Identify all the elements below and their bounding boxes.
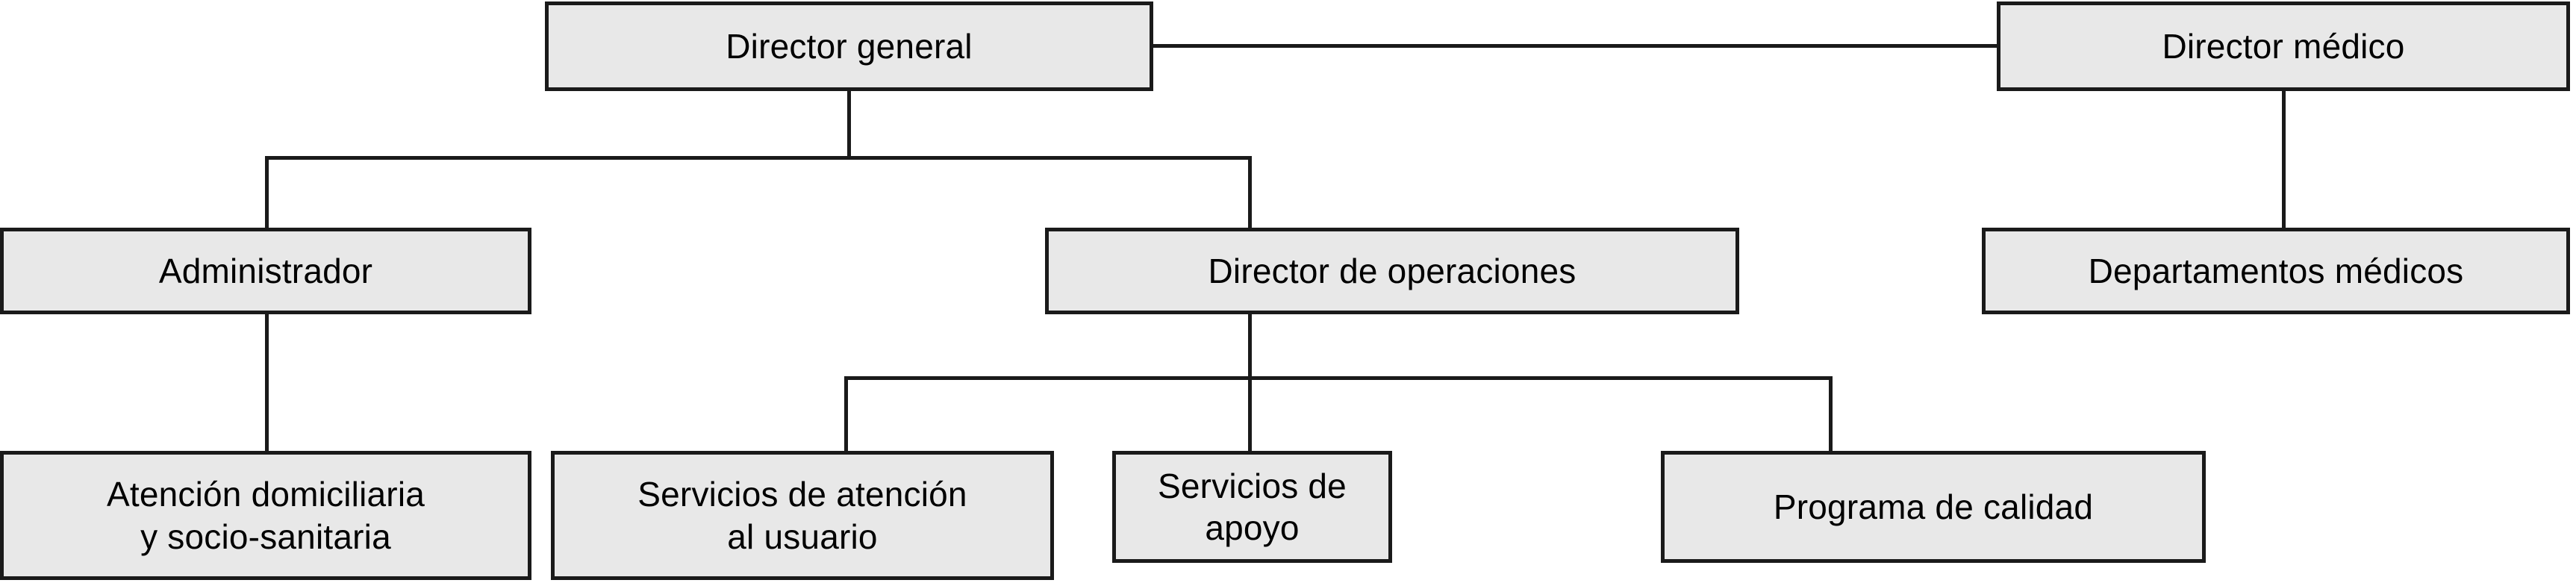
org-node-director-medico[interactable]: Director médico — [1997, 1, 2570, 91]
connector-rail-to-servicios-de-atencion-al-usuario — [844, 376, 848, 452]
org-node-label: Departamentos médicos — [2088, 251, 2464, 290]
connector-administrador-to-atencion-domiciliaria — [265, 314, 269, 452]
org-node-label: Atención domiciliaria y socio-sanitaria — [106, 475, 425, 556]
org-node-director-general[interactable]: Director general — [545, 1, 1153, 91]
org-node-label: Director general — [726, 26, 973, 66]
org-node-director-de-operaciones[interactable]: Director de operaciones — [1045, 228, 1739, 314]
connector-rail-to-administrador — [265, 156, 269, 229]
org-node-administrador[interactable]: Administrador — [0, 228, 531, 314]
org-node-label: Director médico — [2162, 26, 2405, 66]
org-node-servicios-de-atencion-al-usuario[interactable]: Servicios de atención al usuario — [551, 451, 1054, 580]
connector-level1-rail — [265, 156, 1252, 160]
connector-director-general-drop — [847, 91, 851, 160]
org-node-label: Administrador — [158, 251, 373, 290]
connector-director-medico-to-departamentos-medicos — [2282, 91, 2286, 229]
org-node-servicios-de-apoyo[interactable]: Servicios de apoyo — [1112, 451, 1392, 563]
connector-director-general-to-director-medico — [1153, 44, 1997, 48]
org-node-label: Servicios de apoyo — [1158, 466, 1347, 547]
connector-rail-to-director-de-operaciones — [1248, 156, 1252, 229]
connector-level2-rail — [844, 376, 1833, 380]
org-node-label: Director de operaciones — [1208, 251, 1577, 290]
connector-rail-to-servicios-de-apoyo — [1248, 376, 1252, 452]
connector-director-de-operaciones-drop — [1248, 314, 1252, 380]
connector-rail-to-programa-de-calidad — [1829, 376, 1833, 452]
org-node-label: Programa de calidad — [1773, 487, 2094, 526]
org-node-atencion-domiciliaria-y-socio-sanitaria[interactable]: Atención domiciliaria y socio-sanitaria — [0, 451, 531, 580]
org-node-departamentos-medicos[interactable]: Departamentos médicos — [1982, 228, 2570, 314]
org-node-label: Servicios de atención al usuario — [637, 475, 967, 556]
org-node-programa-de-calidad[interactable]: Programa de calidad — [1661, 451, 2206, 563]
